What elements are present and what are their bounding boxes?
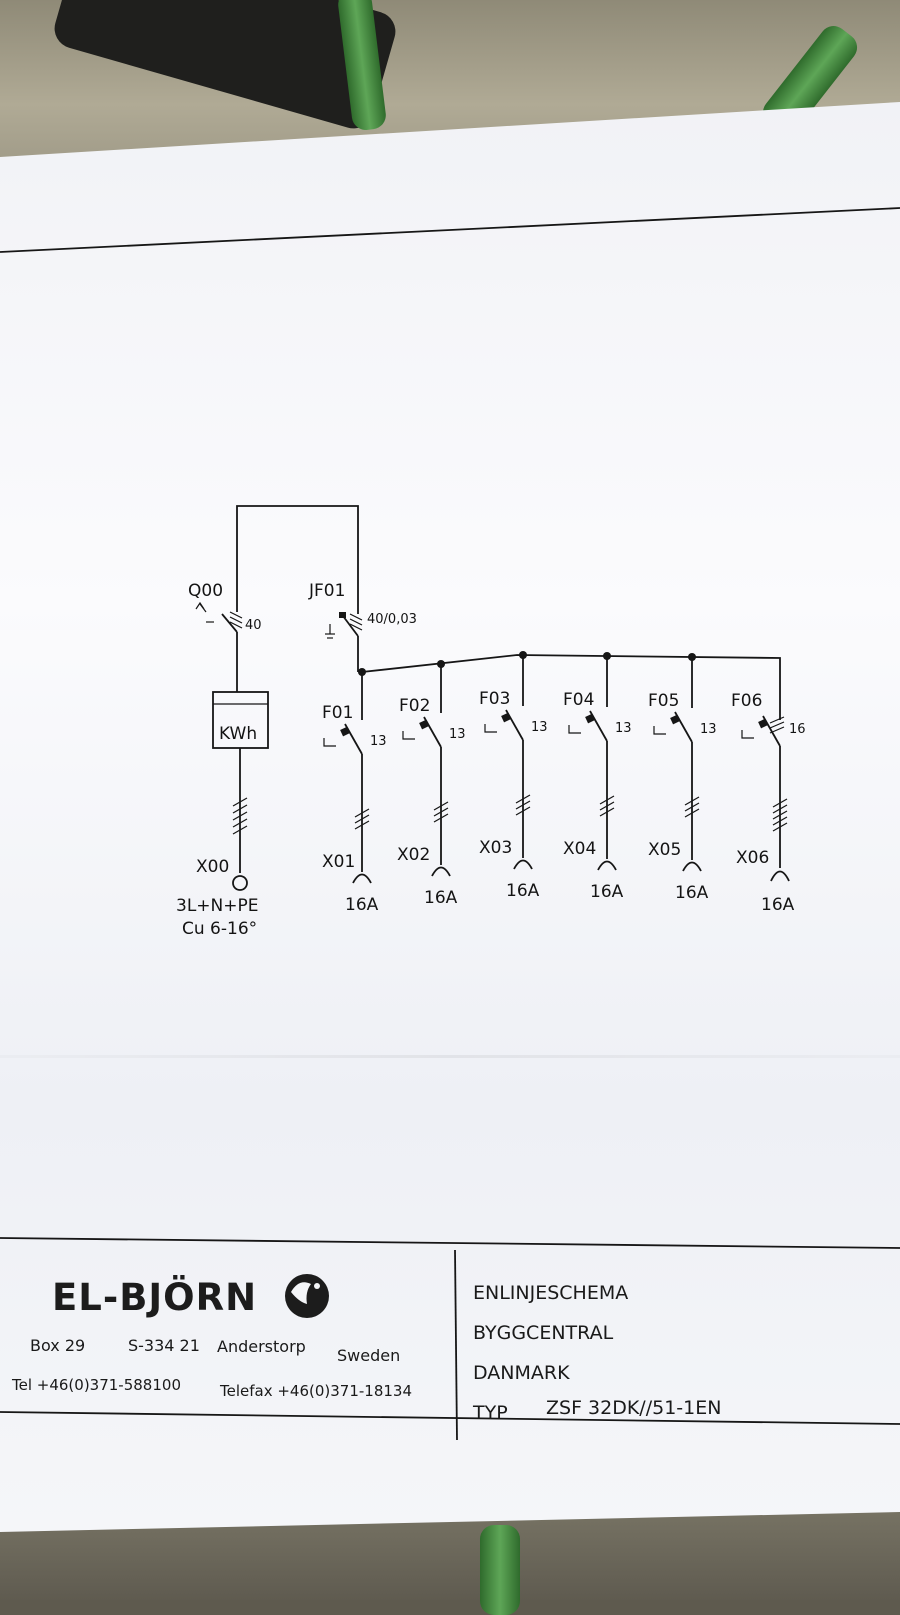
main-switch-id: Q00 — [188, 581, 223, 601]
socket-outlet-symbol — [597, 860, 617, 871]
company-logo-wordmark: EL-BJÖRN — [52, 1275, 257, 1319]
branch-current: 16A — [675, 883, 709, 903]
branch-breaker-id: F06 — [731, 691, 762, 711]
branch-breaker-id: F02 — [399, 696, 430, 716]
branch-outlet-id: X05 — [648, 840, 681, 860]
branch-breaker-rating: 13 — [449, 727, 466, 742]
branch-current: 16A — [345, 895, 379, 915]
outgoing-branches: F01 13 X01 16A F02 13 X02 — [322, 655, 806, 915]
frame-top-line — [0, 207, 900, 253]
branch-outlet-id: X04 — [563, 839, 596, 859]
drawing-type-label: TYP — [472, 1402, 508, 1424]
branch-outlet-id: X06 — [736, 848, 769, 868]
supply-terminal-id: X00 — [196, 857, 229, 877]
branch-f03: F03 13 X03 16A — [479, 655, 548, 901]
branch-f06: F06 16 X06 16A — [731, 691, 806, 915]
socket-outlet-symbol — [682, 861, 702, 872]
rcd-symbol — [325, 606, 363, 672]
main-switch-symbol — [195, 601, 243, 692]
drawing-title-line3: DANMARK — [473, 1362, 570, 1384]
rcd-id: JF01 — [308, 581, 345, 601]
branch-outlet-id: X01 — [322, 852, 355, 872]
branch-f01: F01 13 X01 16A — [322, 672, 387, 915]
branch-f02: F02 13 X02 16A — [397, 664, 466, 908]
address-country: Sweden — [337, 1346, 400, 1365]
drawing-title-line2: BYGGCENTRAL — [473, 1322, 614, 1344]
paper-fold-crease — [0, 1055, 900, 1058]
title-block-divider — [454, 1249, 458, 1441]
branch-outlet-id: X02 — [397, 845, 430, 865]
socket-outlet-symbol — [352, 873, 372, 884]
branch-f04: F04 13 X04 16A — [563, 656, 632, 902]
branch-breaker-rating: 13 — [370, 734, 387, 749]
address-city: Anderstorp — [217, 1337, 306, 1356]
branch-breaker-id: F03 — [479, 689, 510, 709]
energy-meter-label: KWh — [219, 724, 257, 744]
supply-spec-line1: 3L+N+PE — [176, 896, 259, 916]
branch-breaker-rating: 13 — [531, 720, 548, 735]
branch-breaker-rating: 13 — [700, 722, 717, 737]
fax-number: Telefax +46(0)371-18134 — [219, 1382, 412, 1400]
rcd-rating: 40/0,03 — [367, 612, 417, 627]
branch-breaker-id: F01 — [322, 703, 353, 723]
supply-cable-conductor-marks — [232, 797, 248, 835]
branch-breaker-id: F05 — [648, 691, 679, 711]
socket-outlet-symbol — [513, 859, 533, 870]
branch-current: 16A — [424, 888, 458, 908]
branch-current: 16A — [506, 881, 540, 901]
supply-spec-line2: Cu 6-16° — [182, 919, 257, 939]
address-postcode: S-334 21 — [128, 1336, 200, 1355]
bear-logo-icon — [285, 1274, 329, 1318]
title-block-bottom-line — [0, 1411, 900, 1425]
drawing-type-value: ZSF 32DK//51-1EN — [546, 1397, 721, 1419]
branch-outlet-id: X03 — [479, 838, 512, 858]
address-box: Box 29 — [30, 1336, 85, 1355]
branch-breaker-rating: 16 — [789, 722, 806, 737]
drawing-title-line1: ENLINJESCHEMA — [473, 1282, 628, 1304]
branch-current: 16A — [590, 882, 624, 902]
branch-f05: F05 13 X05 16A — [648, 657, 717, 903]
branch-breaker-rating: 13 — [615, 721, 632, 736]
supply-terminal-symbol — [232, 875, 248, 891]
phone-number: Tel +46(0)371-588100 — [11, 1376, 181, 1394]
branch-breaker-id: F04 — [563, 690, 594, 710]
main-switch-rating: 40 — [245, 618, 262, 633]
schematic-paper — [0, 102, 900, 1532]
branch-current: 16A — [761, 895, 795, 915]
socket-outlet-symbol — [770, 870, 790, 882]
title-block: EL-BJÖRN Box 29 S-334 21 Anderstorp Swed… — [0, 1237, 900, 1441]
title-block-top-line — [0, 1237, 900, 1249]
feeder-loop-wire — [236, 505, 359, 606]
socket-outlet-symbol — [431, 866, 451, 877]
